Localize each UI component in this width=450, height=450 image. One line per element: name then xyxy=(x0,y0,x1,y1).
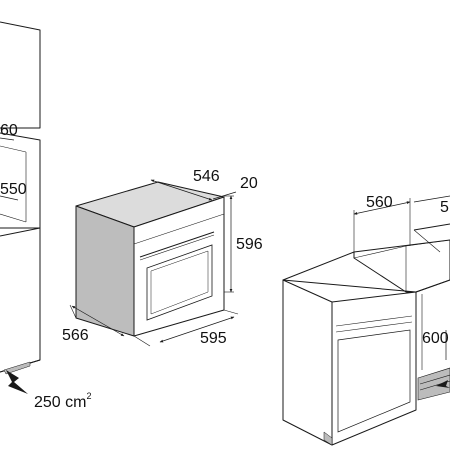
left-tall-cabinet xyxy=(0,21,41,375)
dimension-label-oven-top-width: 546 xyxy=(193,168,220,185)
dimension-label-left-depth: 550 xyxy=(0,181,27,198)
dimension-label-left-width: 60 xyxy=(0,122,18,139)
left-dimension-lines xyxy=(0,137,19,201)
dimension-label-right-width-cut: 5 xyxy=(440,199,449,216)
oven-dimension-lines xyxy=(69,179,239,347)
right-base-cabinet xyxy=(282,223,450,446)
dimension-label-oven-front-width: 595 xyxy=(200,330,227,347)
ventilation-label: 250 cm2 xyxy=(34,391,91,411)
ventilation-arrow-icon xyxy=(6,370,28,394)
oven-appliance xyxy=(75,181,225,337)
dimension-label-oven-front-thickness: 20 xyxy=(240,175,258,192)
right-dimension-lines xyxy=(353,195,450,360)
dimension-label-right-depth: 560 xyxy=(366,194,393,211)
dimension-label-oven-depth: 566 xyxy=(62,327,89,344)
dimension-label-right-height: 600 xyxy=(422,330,449,347)
dimension-label-oven-height: 596 xyxy=(236,236,263,253)
